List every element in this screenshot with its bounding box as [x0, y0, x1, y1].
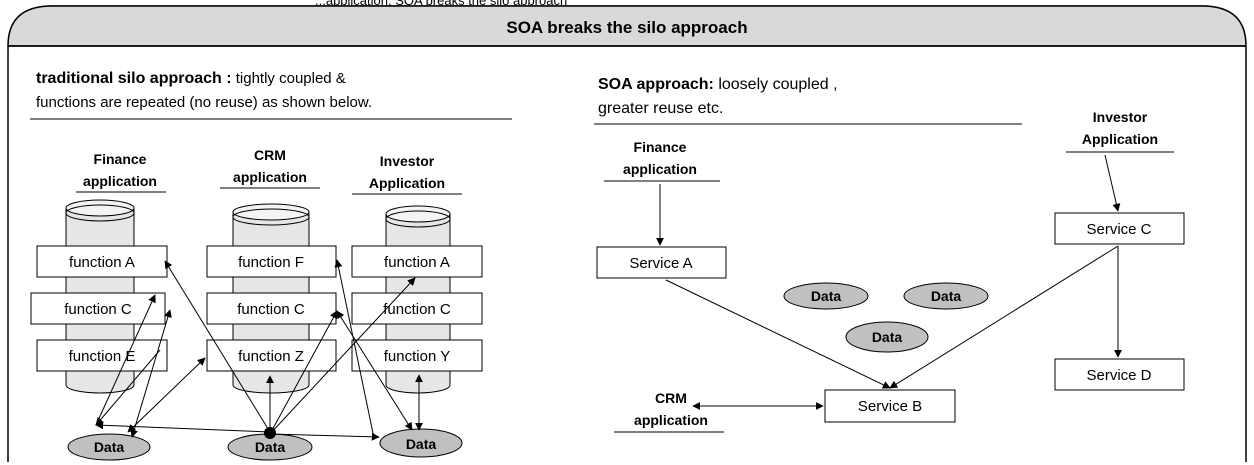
function-box — [351, 292, 483, 325]
data-label: Data — [406, 436, 437, 452]
right-panel: SOA approach: loosely coupled , greater … — [594, 76, 1185, 433]
function-box — [206, 292, 337, 325]
service-d-label: Service D — [1086, 367, 1151, 384]
function-label: function A — [69, 254, 135, 271]
function-box — [36, 245, 168, 278]
soa-investor-title-1: Investor — [1093, 109, 1148, 125]
data-store — [67, 433, 151, 461]
data-label: Data — [255, 439, 286, 455]
data-store — [783, 282, 869, 310]
data-label: Data — [872, 329, 903, 345]
service-c-label: Service C — [1086, 221, 1151, 238]
soa-crm-title-2: application — [634, 412, 708, 428]
service-b-label: Service B — [858, 398, 922, 415]
service-box — [596, 246, 727, 279]
function-label: function C — [64, 301, 132, 318]
left-heading: traditional silo approach : tightly coup… — [36, 70, 346, 87]
title-band — [7, 5, 1247, 47]
diagram-title: SOA breaks the silo approach — [506, 18, 747, 37]
function-label: function Y — [384, 348, 450, 365]
function-label: function F — [238, 254, 304, 271]
data-label: Data — [931, 288, 962, 304]
data-label: Data — [811, 288, 842, 304]
service-box — [1054, 358, 1185, 391]
right-heading-line2: greater reuse etc. — [598, 100, 723, 117]
service-box — [1054, 212, 1185, 245]
soa-connectors — [656, 154, 1122, 410]
function-label: function A — [384, 254, 450, 271]
silo-connectors — [95, 259, 423, 441]
function-label: function E — [69, 348, 136, 365]
function-box — [351, 245, 483, 278]
left-heading-line2: functions are repeated (no reuse) as sho… — [36, 94, 372, 111]
connector-hub — [264, 427, 276, 439]
top-caption: ...application, SOA breaks the silo appr… — [315, 0, 567, 8]
soa-crm-title-1: CRM — [655, 390, 687, 406]
soa-finance-title-2: application — [623, 161, 697, 177]
function-label: function C — [237, 301, 305, 318]
data-store — [845, 321, 929, 353]
left-panel: traditional silo approach : tightly coup… — [30, 70, 512, 461]
crm-title-2: application — [233, 169, 307, 185]
function-box — [206, 339, 337, 372]
investor-title-1: Investor — [380, 153, 435, 169]
crm-title-1: CRM — [254, 147, 286, 163]
data-store — [903, 282, 989, 310]
right-heading: SOA approach: loosely coupled , — [598, 76, 838, 93]
function-label: function C — [383, 301, 451, 318]
soa-investor-title-2: Application — [1082, 131, 1158, 147]
finance-title-2: application — [83, 173, 157, 189]
finance-title-1: Finance — [94, 151, 147, 167]
service-a-label: Service A — [629, 255, 692, 272]
data-label: Data — [94, 439, 125, 455]
investor-title-2: Application — [369, 175, 445, 191]
soa-finance-title-1: Finance — [634, 139, 687, 155]
service-box — [824, 389, 956, 423]
function-label: function Z — [238, 348, 304, 365]
